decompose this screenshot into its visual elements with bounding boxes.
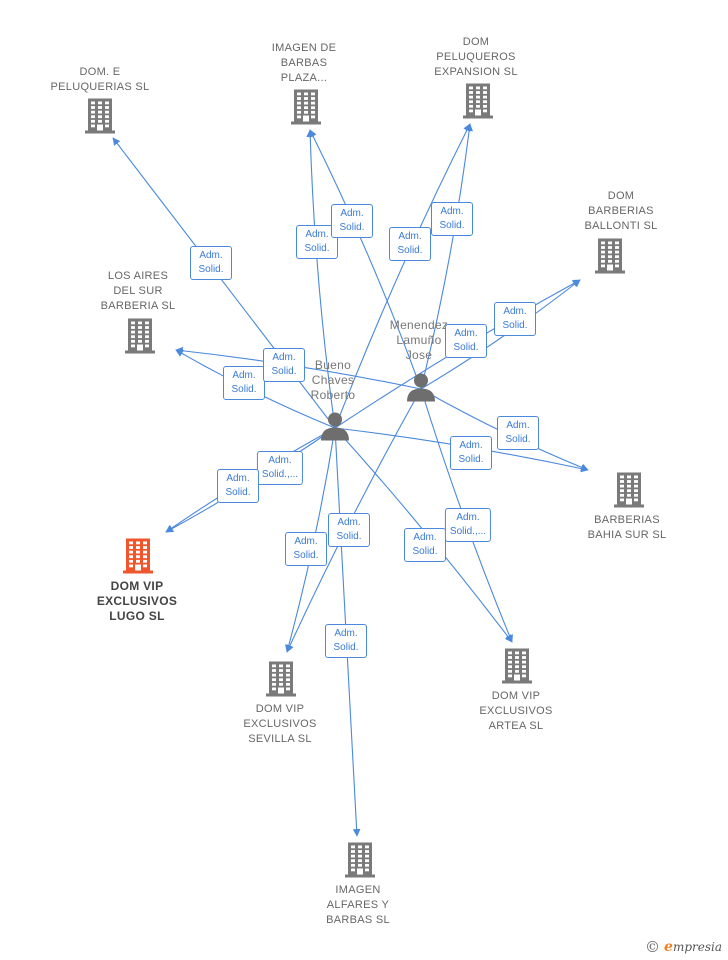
relation-label[interactable]: Adm. Solid. (404, 528, 446, 562)
building-icon[interactable] (463, 83, 493, 124)
brand-initial: e (664, 939, 673, 955)
relation-label[interactable]: Adm. Solid. (450, 436, 492, 470)
relation-label[interactable]: Adm. Solid. (328, 513, 370, 547)
relation-label[interactable]: Adm. Solid. (190, 246, 232, 280)
building-icon[interactable] (595, 238, 625, 279)
relation-label[interactable]: Adm. Solid. (431, 202, 473, 236)
building-icon[interactable] (266, 661, 296, 702)
brand-logo: © e mpresia (645, 938, 722, 956)
company-label-dom-e[interactable]: DOM. E PELUQUERIAS SL (50, 66, 150, 93)
relation-label[interactable]: Adm. Solid. (325, 624, 367, 658)
relation-label[interactable]: Adm. Solid.,... (444, 508, 492, 542)
company-label-dom-peluqueros[interactable]: DOM PELUQUEROS EXPANSION SL (434, 36, 518, 78)
relation-label[interactable]: Adm. Solid. (497, 416, 539, 450)
relation-label[interactable]: Adm. Solid. (223, 366, 265, 400)
company-label-artea[interactable]: DOM VIP EXCLUSIVOS ARTEA SL (479, 690, 553, 732)
relation-label[interactable]: Adm. Solid. (445, 324, 487, 358)
edge-bueno-imagen_barbas (306, 129, 336, 429)
building-icon[interactable] (85, 98, 115, 139)
company-label-imagen-barbas[interactable]: IMAGEN DE BARBAS PLAZA... (271, 42, 337, 84)
building-icon[interactable] (345, 842, 375, 883)
person-label-menendez[interactable]: Menendez Lamuño Jose (389, 318, 449, 362)
relation-label[interactable]: Adm. Solid. (285, 532, 327, 566)
relation-label[interactable]: Adm. Solid. (389, 227, 431, 261)
relation-label[interactable]: Adm. Solid. (217, 469, 259, 503)
building-icon[interactable] (291, 89, 321, 130)
company-label-sevilla[interactable]: DOM VIP EXCLUSIVOS SEVILLA SL (243, 703, 317, 745)
relation-label[interactable]: Adm. Solid. (296, 225, 338, 259)
brand-name: mpresia (672, 940, 722, 954)
company-label-alfares[interactable]: IMAGEN ALFARES Y BARBAS SL (326, 884, 390, 926)
building-icon[interactable] (502, 648, 532, 689)
edge-menendez-dom_peluqueros (420, 123, 473, 390)
company-label-ballonti[interactable]: DOM BARBERIAS BALLONTI SL (584, 190, 658, 232)
relation-label[interactable]: Adm. Solid. (263, 348, 305, 382)
building-icon[interactable] (123, 538, 153, 579)
building-icon[interactable] (125, 318, 155, 359)
building-icon[interactable] (614, 472, 644, 513)
relation-label[interactable]: Adm. Solid. (331, 204, 373, 238)
edge-bueno-dom_peluqueros (334, 123, 471, 429)
copyright-icon: © (645, 938, 661, 956)
person-icon[interactable] (320, 411, 350, 446)
relation-label[interactable]: Adm. Solid.,... (256, 451, 304, 485)
edge-menendez-ballonti (420, 279, 581, 390)
edge-bueno-dom_e (112, 137, 336, 429)
person-label-bueno[interactable]: Bueno Chaves Roberto (310, 358, 356, 402)
relation-label[interactable]: Adm. Solid. (494, 302, 536, 336)
edge-menendez-imagen_barbas (309, 129, 422, 390)
company-label-aires[interactable]: LOS AIRES DEL SUR BARBERIA SL (100, 270, 176, 312)
person-icon[interactable] (406, 372, 436, 407)
company-label-lugo[interactable]: DOM VIP EXCLUSIVOS LUGO SL (96, 579, 178, 623)
company-label-bahia[interactable]: BARBERIAS BAHIA SUR SL (587, 514, 667, 541)
